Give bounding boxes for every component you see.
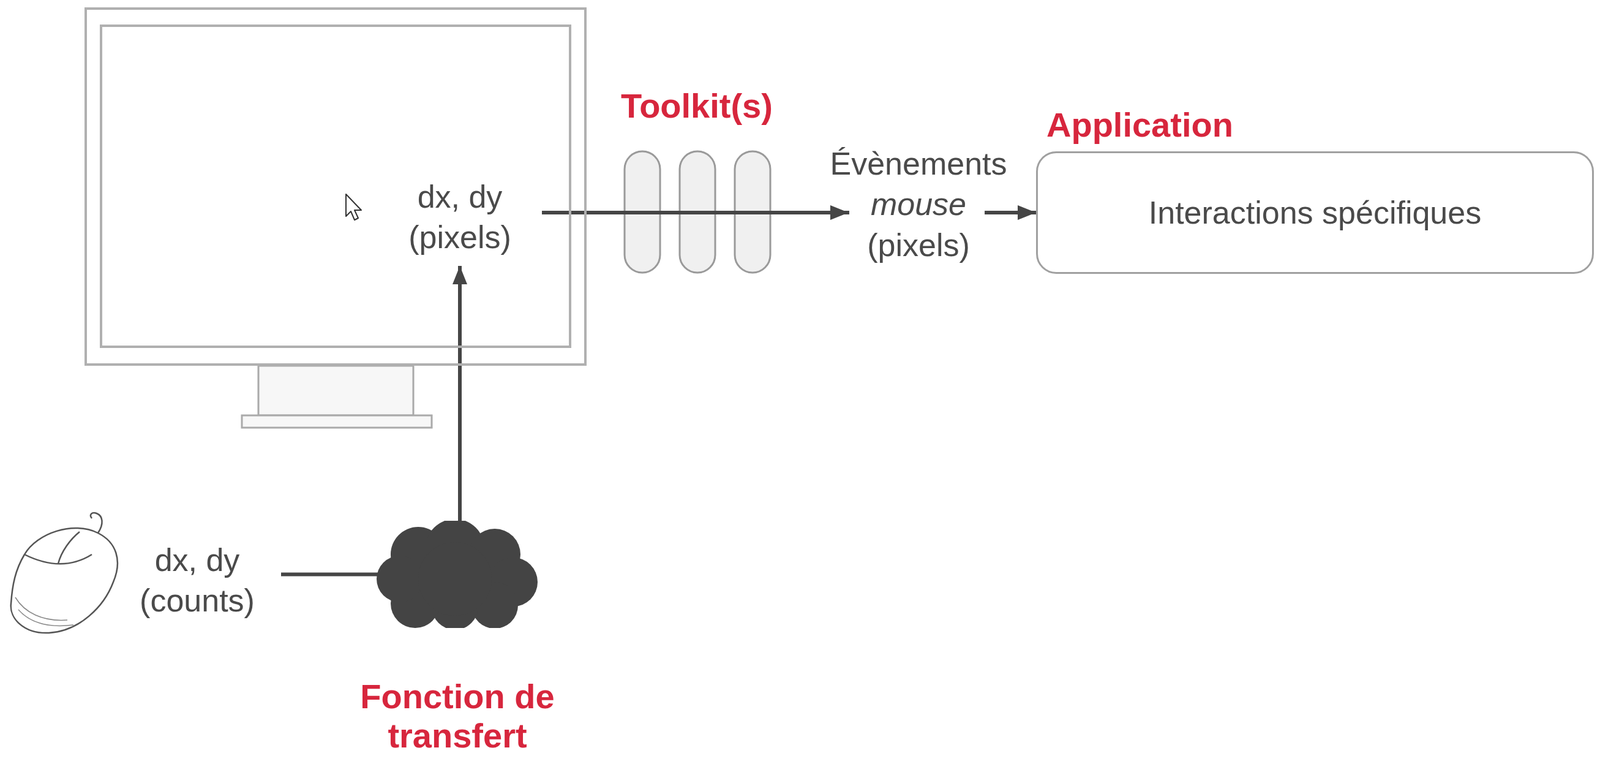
signal-label: dx, dy (counts)	[120, 539, 274, 621]
mouse-cursor	[344, 192, 370, 224]
mouse-cable	[90, 512, 103, 533]
node-heading: Fonction de transfert	[313, 676, 602, 756]
mouse-drawing	[11, 512, 118, 633]
monitor-screen: dx, dy (pixels)	[84, 7, 587, 366]
signal-line	[281, 572, 382, 577]
transfer-function-cloud: Fonction de transfert	[375, 520, 540, 628]
mouse-shading	[15, 597, 74, 626]
event-label: Évènements	[829, 143, 1007, 184]
node-heading: Application	[1046, 105, 1234, 145]
application-box: ApplicationInteractions spécifiques	[1036, 151, 1594, 274]
mouse-buttons	[24, 531, 92, 564]
mouse-body	[11, 527, 118, 633]
event-label: (pixels)	[867, 224, 970, 266]
monitor-value: dx, dy (pixels)	[386, 176, 534, 258]
flow-arrow	[458, 265, 462, 523]
node-body: Interactions spécifiques	[1148, 192, 1482, 233]
cloud-shape	[375, 520, 540, 628]
layer-heading: Toolkit(s)	[620, 86, 773, 126]
monitor-base	[241, 415, 432, 428]
monitor-stand	[258, 365, 414, 416]
event-label: mouse	[870, 183, 967, 225]
arrow-head	[830, 205, 849, 220]
